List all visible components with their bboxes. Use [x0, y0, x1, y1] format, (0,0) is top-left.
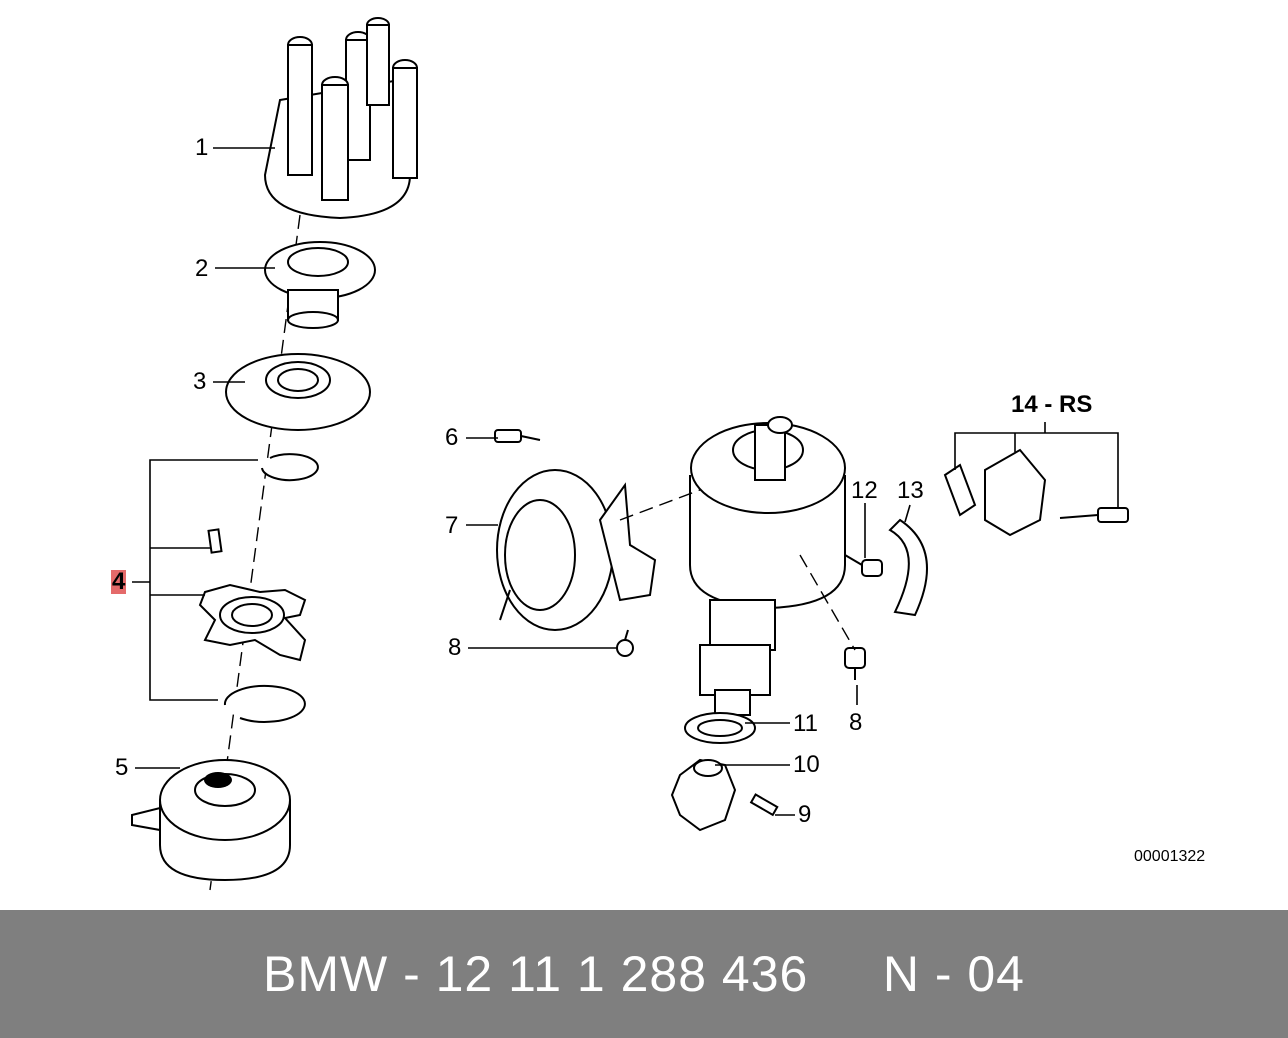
- leader-14-bracket: [954, 432, 1119, 508]
- part-7-cover: [496, 469, 657, 631]
- callout-7: 7: [445, 512, 459, 539]
- part-14-rs-kit: [943, 448, 1129, 537]
- part-12-screw: [844, 554, 883, 577]
- part-13-clip: [888, 518, 928, 617]
- callout-12: 12: [851, 477, 878, 504]
- callout-6: 6: [445, 424, 459, 451]
- part-number: BMW - 12 11 1 288 436: [262, 946, 809, 1002]
- callout-9: 9: [798, 801, 812, 828]
- part-2-rotor: [264, 241, 376, 329]
- part-11-o-ring: [684, 712, 756, 744]
- footer-spacer: [808, 945, 882, 1003]
- exploded-parts-diagram: [131, 17, 1129, 891]
- diagram-code: 00001322: [1134, 848, 1206, 865]
- callout-8-left: 8: [448, 634, 462, 661]
- callout-14-rs: 14 - RS: [1011, 391, 1093, 418]
- callout-8-right: 8: [849, 709, 863, 736]
- callout-5: 5: [115, 754, 129, 781]
- footer-bar: BMW - 12 11 1 288 436 N - 04: [0, 910, 1288, 1038]
- part-8-screw-b: [844, 647, 866, 680]
- part-3-dust-shield: [225, 353, 371, 431]
- distributor-body: [689, 416, 846, 716]
- part-6-screw: [494, 429, 541, 443]
- callout-2: 2: [195, 255, 209, 282]
- part-10-drive-gear: [670, 758, 737, 832]
- callout-3: 3: [193, 368, 207, 395]
- callout-10: 10: [793, 751, 820, 778]
- part-9-pin: [749, 793, 779, 817]
- callout-4-highlighted: 4: [111, 568, 127, 595]
- leader-4-bracket: [149, 459, 258, 701]
- callout-11: 11: [793, 710, 818, 737]
- page-code: N - 04: [882, 946, 1025, 1002]
- callout-1: 1: [195, 134, 209, 161]
- part-1-distributor-cap: [263, 17, 418, 220]
- part-8-screw-a: [616, 629, 634, 657]
- part-4-trigger-kit: [198, 453, 319, 723]
- part-5-housing-base: [131, 759, 291, 882]
- callout-13: 13: [897, 477, 924, 504]
